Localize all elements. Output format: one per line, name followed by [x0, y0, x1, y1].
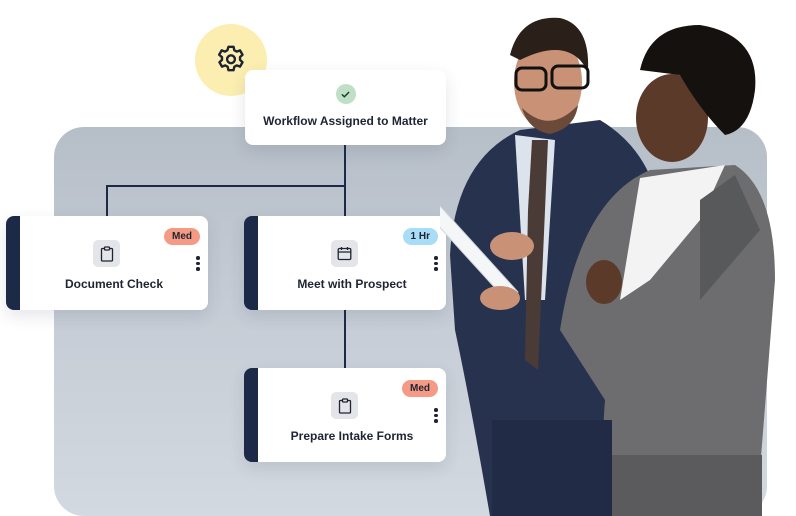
priority-badge: Med — [402, 380, 438, 397]
task-card-document-check[interactable]: Med Document Check — [6, 216, 208, 310]
gear-icon — [217, 45, 244, 72]
clipboard-icon — [338, 397, 351, 414]
connector-root-down — [344, 144, 346, 216]
task-card-meet-with-prospect[interactable]: 1 Hr Meet with Prospect — [244, 216, 446, 310]
clipboard-icon — [100, 245, 113, 262]
task-title: Meet with Prospect — [297, 277, 407, 291]
calendar-icon — [337, 247, 352, 261]
task-icon-box — [331, 392, 358, 419]
more-options-icon[interactable] — [434, 256, 438, 271]
root-node-title: Workflow Assigned to Matter — [263, 114, 428, 128]
more-options-icon[interactable] — [434, 408, 438, 423]
more-options-icon[interactable] — [196, 256, 200, 271]
task-icon-box — [93, 240, 120, 267]
task-icon-box — [331, 240, 358, 267]
connector-middle-down — [344, 310, 346, 368]
check-badge — [335, 84, 356, 104]
duration-badge: 1 Hr — [402, 228, 438, 245]
connector-horizontal — [106, 185, 346, 187]
priority-badge: Med — [164, 228, 200, 245]
task-title: Prepare Intake Forms — [290, 429, 414, 443]
connector-left-down — [106, 185, 108, 216]
root-node-card[interactable]: Workflow Assigned to Matter — [245, 70, 446, 145]
check-icon — [341, 91, 350, 98]
task-title: Document Check — [64, 277, 164, 291]
business-people-photo — [440, 17, 775, 516]
task-card-prepare-intake-forms[interactable]: Med Prepare Intake Forms — [244, 368, 446, 462]
